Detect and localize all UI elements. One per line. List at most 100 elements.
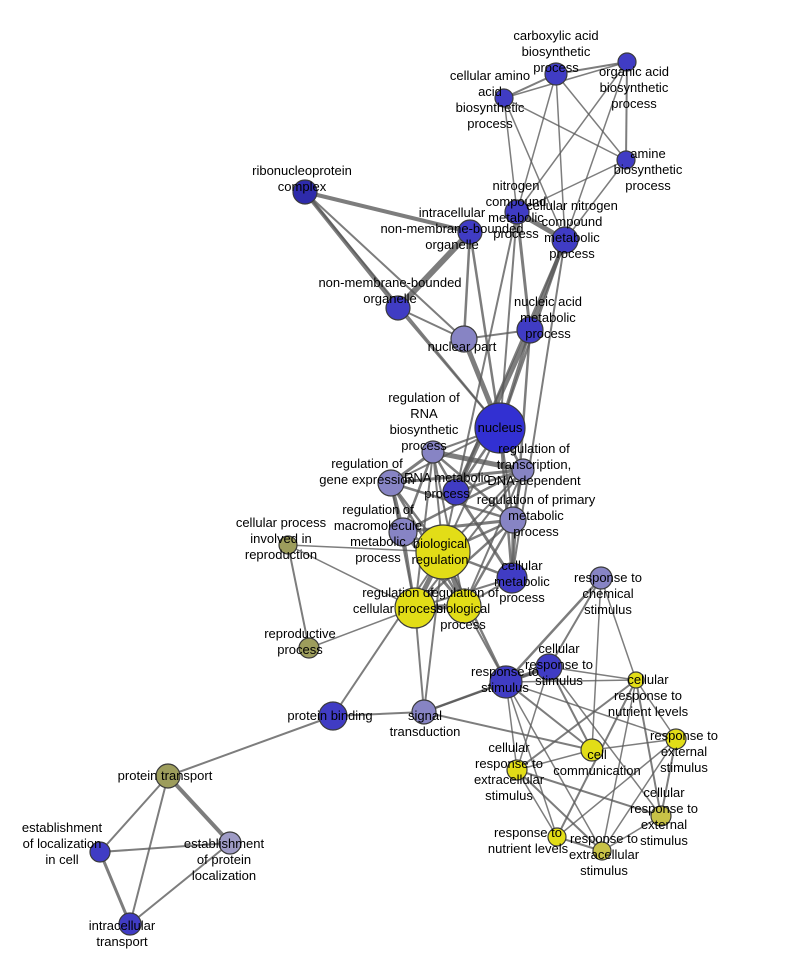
edge-cellular-amino--cellular-nitrogen [503, 97, 566, 241]
edge-intracell-organelle--nmb-organelle [395, 229, 473, 311]
node-cell-resp-external[interactable] [650, 805, 672, 827]
edge-protein-binding--protein-transport [167, 715, 334, 777]
edge-response-stimulus--resp-extracell [505, 681, 603, 852]
edge-est-loc-cell--est-prot-loc [99, 842, 231, 853]
edge-carboxylic--nitrogen [516, 73, 557, 213]
edge-resp-external--cell-resp-external [660, 738, 677, 817]
edge-cell-resp-nutrient--cell-resp-external [635, 679, 662, 817]
node-label-protein-transport: protein transport [118, 768, 213, 783]
edge-reg-rna-biosyn--reg-transcription [430, 449, 526, 473]
edge-resp-external--resp-extracell [601, 738, 677, 852]
node-cellular-amino[interactable] [494, 88, 514, 108]
edge-carboxylic--cellular-nitrogen [555, 73, 566, 241]
edge-organic--amine [625, 61, 628, 161]
node-resp-nutrient[interactable] [547, 827, 567, 847]
edge-cell-comm--signal-transduction [423, 711, 593, 751]
node-cellular-response-stim[interactable] [535, 653, 563, 681]
edge-reg-macromol--reg-primary [401, 518, 515, 534]
edge-cell-resp-extracell--resp-extracell [516, 769, 603, 852]
node-response-stimulus[interactable] [489, 665, 523, 699]
node-nuclear-part[interactable] [450, 325, 478, 353]
node-intracell-organelle[interactable] [457, 219, 483, 245]
edge-nmb-organelle--nucleus [397, 307, 501, 429]
node-reg-rna-biosyn[interactable] [421, 440, 445, 464]
edge-response-stimulus--cell-resp-nutrient [505, 679, 637, 683]
node-resp-external[interactable] [665, 728, 687, 750]
node-cell-resp-extracell[interactable] [506, 759, 528, 781]
node-reg-gene-expr[interactable] [377, 469, 405, 497]
node-reg-primary[interactable] [499, 506, 527, 534]
node-cell-resp-nutrient[interactable] [627, 671, 645, 689]
node-est-loc-cell[interactable] [89, 841, 111, 863]
edge-biological-regulation--protein-binding [332, 551, 444, 717]
node-reg-macromol[interactable] [388, 517, 418, 547]
edge-cell-resp-extracell--resp-nutrient [516, 769, 558, 838]
node-nitrogen[interactable] [504, 199, 530, 225]
edge-cellular-process-repro--reproductive [287, 544, 310, 649]
edge-cellular-response-stim--cell-resp-nutrient [548, 666, 637, 681]
node-carboxylic[interactable] [544, 62, 568, 86]
node-biological-regulation[interactable] [415, 524, 471, 580]
edge-cellular-amino--amine [503, 97, 627, 161]
node-cellular-metab[interactable] [496, 562, 528, 594]
node-signal-transduction[interactable] [411, 699, 437, 725]
node-protein-transport[interactable] [155, 763, 181, 789]
edge-nitrogen--nucleic-acid [515, 210, 532, 332]
edge-organic--nitrogen [516, 61, 628, 213]
node-nucleus[interactable] [474, 402, 526, 454]
node-reproductive[interactable] [298, 637, 320, 659]
node-nucleic-acid[interactable] [516, 316, 544, 344]
node-resp-extracell[interactable] [592, 841, 612, 861]
edge-ribonucleo--nuclear-part [304, 191, 465, 340]
edge-resp-external--cell-comm [591, 738, 677, 751]
edge-resp-external--resp-nutrient [556, 738, 677, 838]
edge-response-chemical--cell-comm [591, 577, 602, 751]
edge-response-chemical--response-stimulus [504, 576, 603, 684]
node-organic[interactable] [617, 52, 637, 72]
node-cellular-process-repro[interactable] [278, 535, 298, 555]
edge-cellular-response-stim--cell-comm [548, 666, 593, 751]
node-ribonucleo[interactable] [292, 179, 318, 205]
node-nmb-organelle[interactable] [385, 295, 411, 321]
node-reg-transcription[interactable] [511, 458, 535, 482]
node-reg-cellular[interactable] [394, 587, 436, 629]
edge-cellular-response-stim--signal-transduction [423, 666, 550, 713]
edge-rna-metabolic--cellular-metab [454, 490, 514, 580]
node-cellular-nitrogen[interactable] [551, 226, 579, 254]
node-reg-biological[interactable] [446, 588, 482, 624]
node-amine[interactable] [616, 150, 636, 170]
node-response-chemical[interactable] [589, 566, 613, 590]
node-protein-binding[interactable] [318, 701, 348, 731]
node-cell-comm[interactable] [580, 738, 604, 762]
node-rna-metabolic[interactable] [442, 478, 470, 506]
node-est-prot-loc[interactable] [218, 831, 242, 855]
node-intracell-transport[interactable] [118, 912, 142, 936]
edge-intracell-organelle--nuclear-part [462, 230, 472, 341]
node-label-protein-binding: protein binding [287, 708, 372, 723]
edge-protein-transport--est-prot-loc [166, 774, 232, 845]
node-label-nucleus: nucleus [478, 420, 523, 435]
